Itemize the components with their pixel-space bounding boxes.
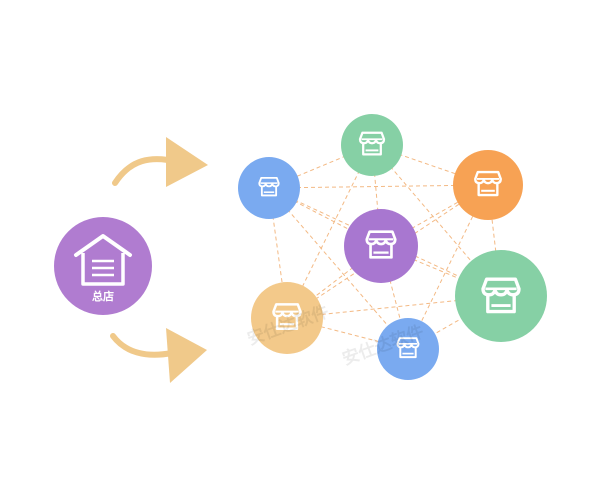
arrow-down: [110, 328, 207, 383]
store-node-lower-left: [251, 282, 323, 354]
headquarters-label: 总店: [92, 289, 114, 303]
store-node-bottom: [377, 318, 439, 380]
store-node-right: [455, 250, 547, 342]
headquarters-node: 总店: [54, 217, 152, 315]
connector-line: [268, 184, 489, 189]
arrow-up: [112, 137, 208, 187]
house-icon: [74, 234, 132, 286]
store-node-upper-right: [453, 150, 523, 220]
connector-line: [371, 144, 502, 297]
connector-line: [268, 187, 409, 350]
store-node-upper-left: [238, 157, 300, 219]
store-node-top: [341, 114, 403, 176]
store-node-center: [344, 209, 418, 283]
